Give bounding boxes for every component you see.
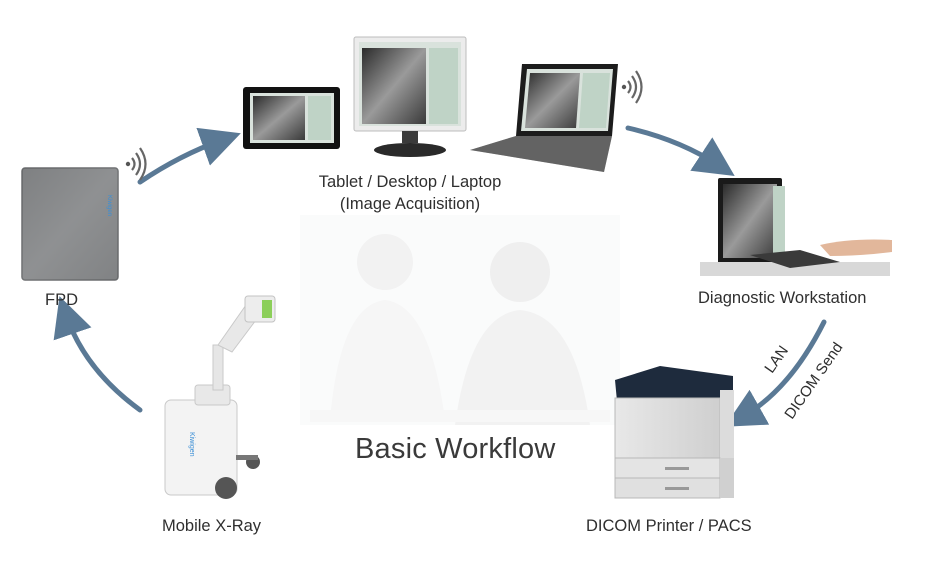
xray-brand-text: Kiwigen: [188, 432, 195, 457]
acquisition-label-line1: Tablet / Desktop / Laptop: [318, 173, 502, 191]
mobile-xray-image: Kiwigen: [164, 295, 276, 499]
arrow-laptop-to-workstation: [625, 125, 735, 176]
workstation-image: [700, 178, 892, 276]
desktop-monitor-image: [353, 36, 467, 157]
arrow-workstation-to-printer: [724, 319, 827, 427]
diagram-title: Basic Workflow: [355, 433, 556, 465]
laptop-image: [470, 64, 618, 172]
xray-label: Mobile X-Ray: [162, 517, 262, 535]
arrow-xray-to-fpd: [53, 296, 143, 413]
fpd-brand-text: Kiwigen: [106, 195, 112, 216]
workstation-label: Diagnostic Workstation: [698, 289, 867, 307]
wifi-icon: [621, 70, 643, 104]
acquisition-label: Tablet / Desktop / Laptop (Image Acquisi…: [300, 173, 520, 214]
lan-label: LAN: [761, 343, 792, 377]
wifi-icon: [125, 147, 147, 181]
printer-image: [614, 366, 734, 499]
arrow-fpd-to-tablet: [137, 127, 241, 185]
acquisition-label-line2: (Image Acquisition): [339, 195, 481, 213]
printer-label: DICOM Printer / PACS: [586, 517, 752, 535]
background-doctors-image: [300, 215, 620, 425]
tablet-image: [243, 87, 340, 149]
fpd-label: FPD: [45, 291, 78, 309]
fpd-panel-image: Kiwigen: [21, 167, 119, 281]
